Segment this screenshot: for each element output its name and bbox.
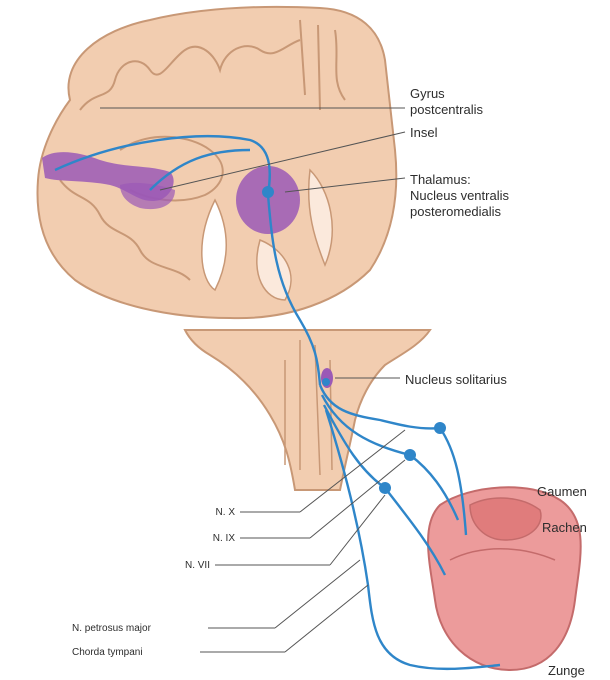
label-insel: Insel <box>410 125 437 140</box>
brainstem <box>185 330 430 490</box>
label-gaumen: Gaumen <box>537 484 587 499</box>
label-gyrus-line1: Gyrus <box>410 86 445 101</box>
label-n-vii: N. VII <box>160 558 210 573</box>
label-thalamus-line2: Nucleus ventralis <box>410 188 509 203</box>
label-n-x: N. X <box>190 505 235 520</box>
tongue <box>428 487 581 670</box>
label-thalamus-line1: Thalamus: <box>410 172 471 187</box>
label-chorda: Chorda tympani <box>72 645 143 660</box>
label-thalamus-line3: posteromedialis <box>410 204 501 219</box>
label-nucleus-solitarius: Nucleus solitarius <box>405 372 507 387</box>
brain-coronal-section <box>37 7 396 318</box>
label-gyrus-line2: postcentralis <box>410 102 483 117</box>
label-zunge: Zunge <box>548 663 585 678</box>
label-rachen: Rachen <box>542 520 587 535</box>
label-n-ix: N. IX <box>190 531 235 546</box>
label-n-petrosus: N. petrosus major <box>72 621 151 636</box>
